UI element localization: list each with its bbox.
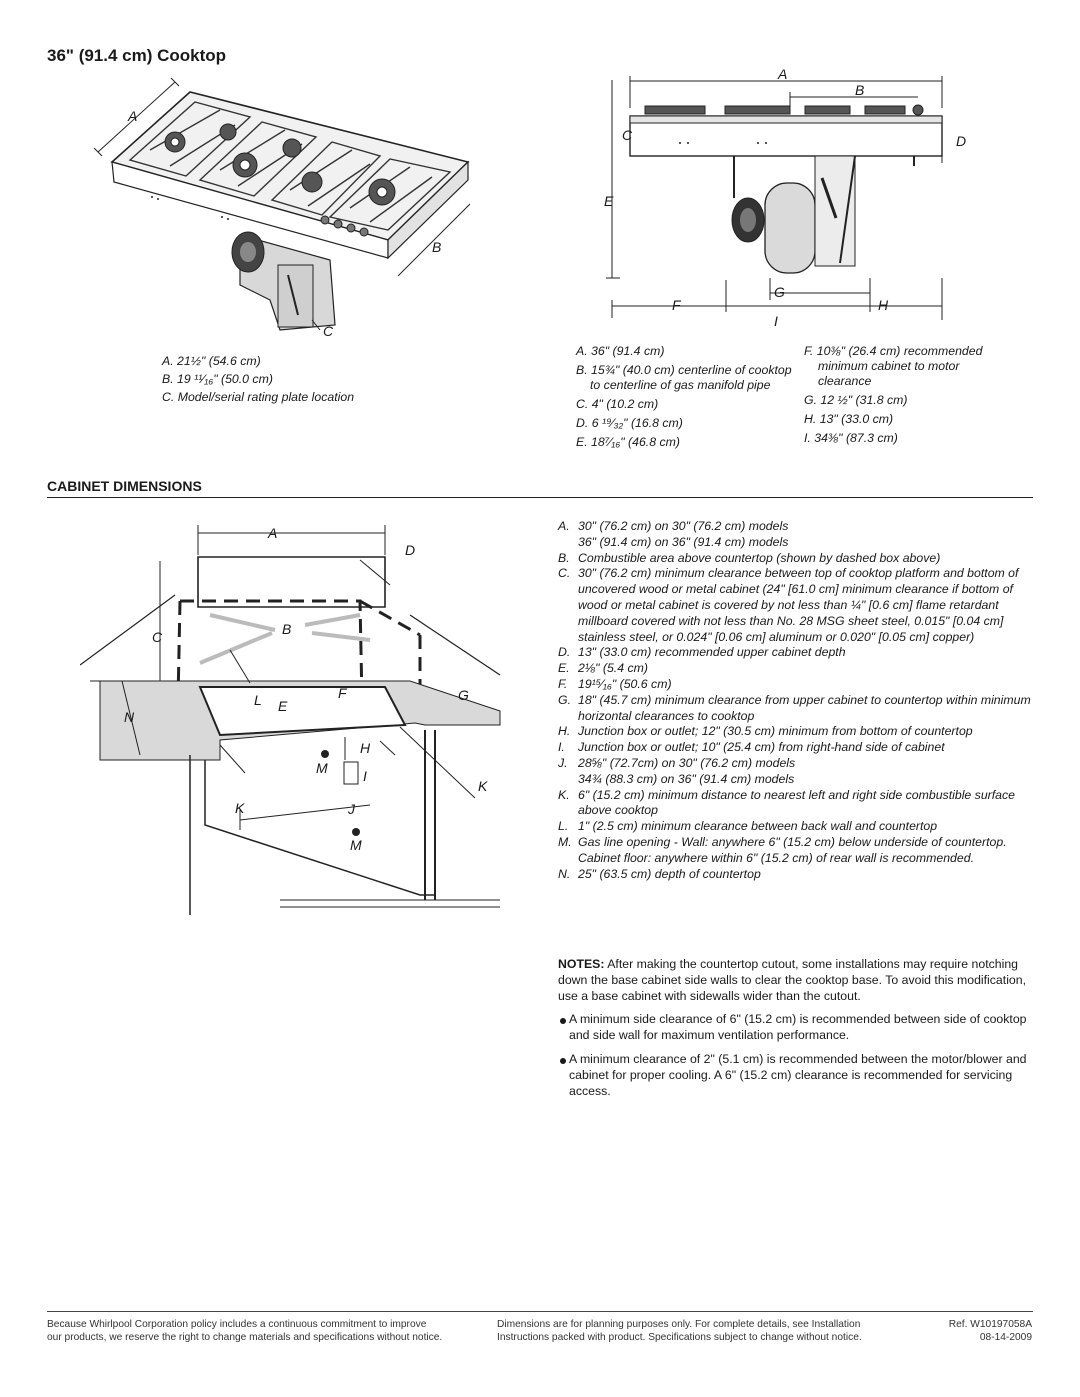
bullet-item: A minimum side clearance of 6" (15.2 cm)… [558,1012,1028,1044]
fig2-label-a: A [777,68,787,82]
fig1-label-c: C [323,323,334,339]
bullet-item: A minimum clearance of 2" (5.1 cm) is re… [558,1052,1028,1099]
fig2-label-e: E [604,193,614,209]
fig1-label-a: A [127,108,137,124]
legend-item: A. 21½" (54.6 cm) [162,354,261,368]
cab-label-g: G [458,687,469,703]
list-item: L.1" (2.5 cm) minimum clearance between … [558,819,938,834]
bullet-icon [560,1018,566,1025]
spec-item: F. 10⅜" (26.4 cm) recommended minimum ca… [804,344,983,388]
legend-item: B. 19 ¹¹⁄₁₆" (50.0 cm) [162,372,273,386]
list-item: N.25" (63.5 cm) depth of countertop [558,866,761,881]
footer-divider [47,1311,1033,1312]
cab-label-m1: M [316,760,328,776]
section-divider [47,497,1033,498]
legend-item: C. Model/serial rating plate location [162,390,355,404]
list-item: M.Gas line opening - Wall: anywhere 6" (… [558,834,1007,865]
fig2-label-f: F [672,297,682,313]
fig2-label-h: H [878,297,889,313]
list-item: 34¾ (88.3 cm) on 36" (91.4 cm) models [578,771,795,786]
footer-left: Because Whirlpool Corporation policy inc… [47,1319,443,1343]
cabinet-dimension-list: A.30" (76.2 cm) on 30" (76.2 cm) models … [558,519,1038,882]
notes-paragraph: NOTES: After making the countertop cutou… [558,957,1028,1004]
cab-label-d: D [405,542,415,558]
spec-item: A. 36" (91.4 cm) [576,344,665,358]
cabinet-dimensions-figure: A D B C N L E F G H M I K [80,525,501,915]
notes-label: NOTES: [558,957,605,971]
ref-number: Ref. W10197058A [948,1319,1032,1330]
cooktop-elevation-figure: A B C D E F G H I [604,68,966,329]
fig2-label-g: G [774,284,785,300]
spec-item: E. 18⁷⁄₁₆" (46.8 cm) [576,435,680,449]
notes-text: After making the countertop cutout, some… [558,957,1027,1003]
list-item: B.Combustible area above countertop (sho… [558,550,941,565]
cab-label-a: A [267,525,277,541]
cabinet-dimensions-heading: CABINET DIMENSIONS [47,478,202,494]
footer-right: Ref. W10197058A 08-14-2009 [920,1318,1032,1344]
spec-item: D. 6 ¹⁹⁄₃₂" (16.8 cm) [576,416,683,430]
bullet-icon [560,1057,566,1064]
list-item: E.2⅛" (5.4 cm) [558,661,648,676]
footer-middle: Dimensions are for planning purposes onl… [497,1319,862,1343]
figure2-specs-left: A. 36" (91.4 cm) B. 15¾" (40.0 cm) cente… [576,344,796,454]
fig2-label-c: C [622,127,633,143]
cab-label-k: K [478,778,488,794]
figure2-specs-right: F. 10⅜" (26.4 cm) recommended minimum ca… [804,344,1004,450]
spec-item: I. 34⅜" (87.3 cm) [804,431,898,445]
cab-label-j: J [347,801,356,817]
list-item: A.30" (76.2 cm) on 30" (76.2 cm) models [558,519,789,533]
cooktop-isometric-figure: A B C [93,77,470,339]
fig2-label-d: D [956,133,966,149]
fig2-label-b: B [855,82,864,98]
spec-item: C. 4" (10.2 cm) [576,397,659,411]
list-item: I.Junction box or outlet; 10" (25.4 cm) … [558,740,945,755]
spec-item: H. 13" (33.0 cm) [804,412,894,426]
spec-item: G. 12 ½" (31.8 cm) [804,393,908,407]
cab-label-b: B [282,621,291,637]
cab-label-f: F [338,685,348,701]
notes-block: NOTES: After making the countertop cutou… [558,957,1028,1099]
list-item: K.6" (15.2 cm) minimum distance to neare… [558,787,1016,818]
spec-item: B. 15¾" (40.0 cm) centerline of cooktop … [576,363,792,392]
cab-label-i: I [363,768,367,784]
fig2-label-i: I [774,313,778,329]
figure1-legend: A. 21½" (54.6 cm) B. 19 ¹¹⁄₁₆" (50.0 cm)… [162,354,354,408]
cab-label-l: L [254,692,262,708]
page-title: 36" (91.4 cm) Cooktop [47,46,227,65]
list-item: C.30" (76.2 cm) minimum clearance betwee… [558,566,1019,644]
cab-label-e: E [278,698,288,714]
cab-label-n: N [124,709,135,725]
cab-label-c: C [152,629,163,645]
list-item: F.19¹⁵⁄₁₆" (50.6 cm) [558,676,672,691]
cab-label-k2: K [235,800,245,816]
cab-label-m2: M [350,837,362,853]
list-item: D.13" (33.0 cm) recommended upper cabine… [558,645,846,660]
fig1-label-b: B [432,239,441,255]
list-item: 36" (91.4 cm) on 36" (91.4 cm) models [578,534,789,549]
list-item: H.Junction box or outlet; 12" (30.5 cm) … [558,724,973,739]
list-item: G.18" (45.7 cm) minimum clearance from u… [558,692,1031,723]
cab-label-h: H [360,740,371,756]
doc-date: 08-14-2009 [979,1332,1032,1343]
list-item: J.28⅝" (72.7cm) on 30" (76.2 cm) models [558,755,796,770]
